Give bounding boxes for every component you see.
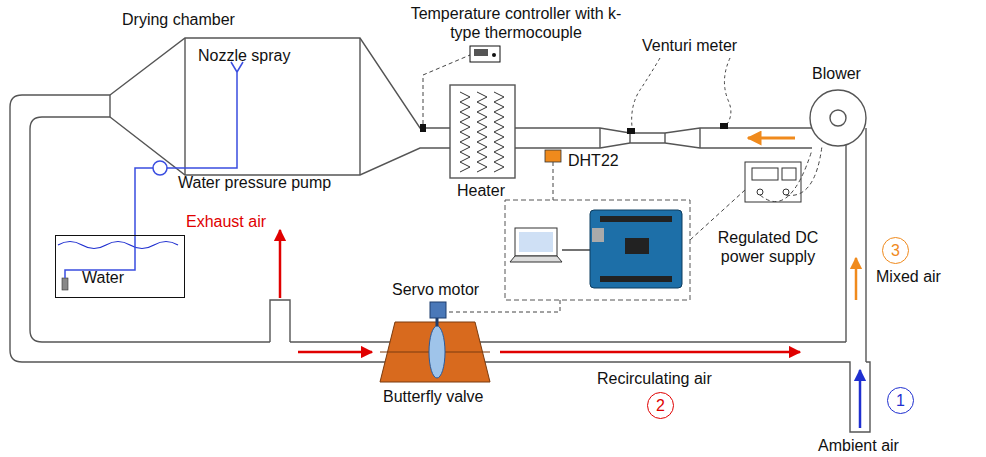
part-label: Water pressure pump bbox=[178, 173, 331, 192]
callout-number: 3 bbox=[891, 241, 900, 260]
callout-circle: 1 bbox=[887, 387, 914, 414]
part-label: Ambient air bbox=[818, 436, 899, 455]
callout-circle: 2 bbox=[647, 392, 674, 419]
part-label: Butterfly valve bbox=[383, 387, 483, 406]
tank-label: Water bbox=[82, 268, 124, 287]
part-label: Blower bbox=[812, 64, 861, 83]
part-label: Venturi meter bbox=[642, 36, 737, 55]
part-label: Servo motor bbox=[392, 280, 479, 299]
part-label: Nozzle spray bbox=[198, 46, 290, 65]
duct bbox=[10, 38, 870, 432]
part-label: Mixed air bbox=[876, 267, 941, 286]
part-label: Regulated DC power supply bbox=[712, 228, 824, 266]
part-label: Temperature controller with k-type therm… bbox=[410, 4, 622, 42]
water-tank: Water bbox=[55, 235, 185, 298]
part-label: DHT22 bbox=[568, 151, 619, 170]
callout-number: 2 bbox=[656, 396, 665, 415]
part-label: Drying chamber bbox=[122, 10, 235, 29]
callout-number: 1 bbox=[896, 391, 905, 410]
part-label: Heater bbox=[457, 181, 505, 200]
part-label: Exhaust air bbox=[186, 212, 266, 231]
part-label: Recirculating air bbox=[597, 369, 712, 388]
callout-circle: 3 bbox=[882, 237, 909, 264]
